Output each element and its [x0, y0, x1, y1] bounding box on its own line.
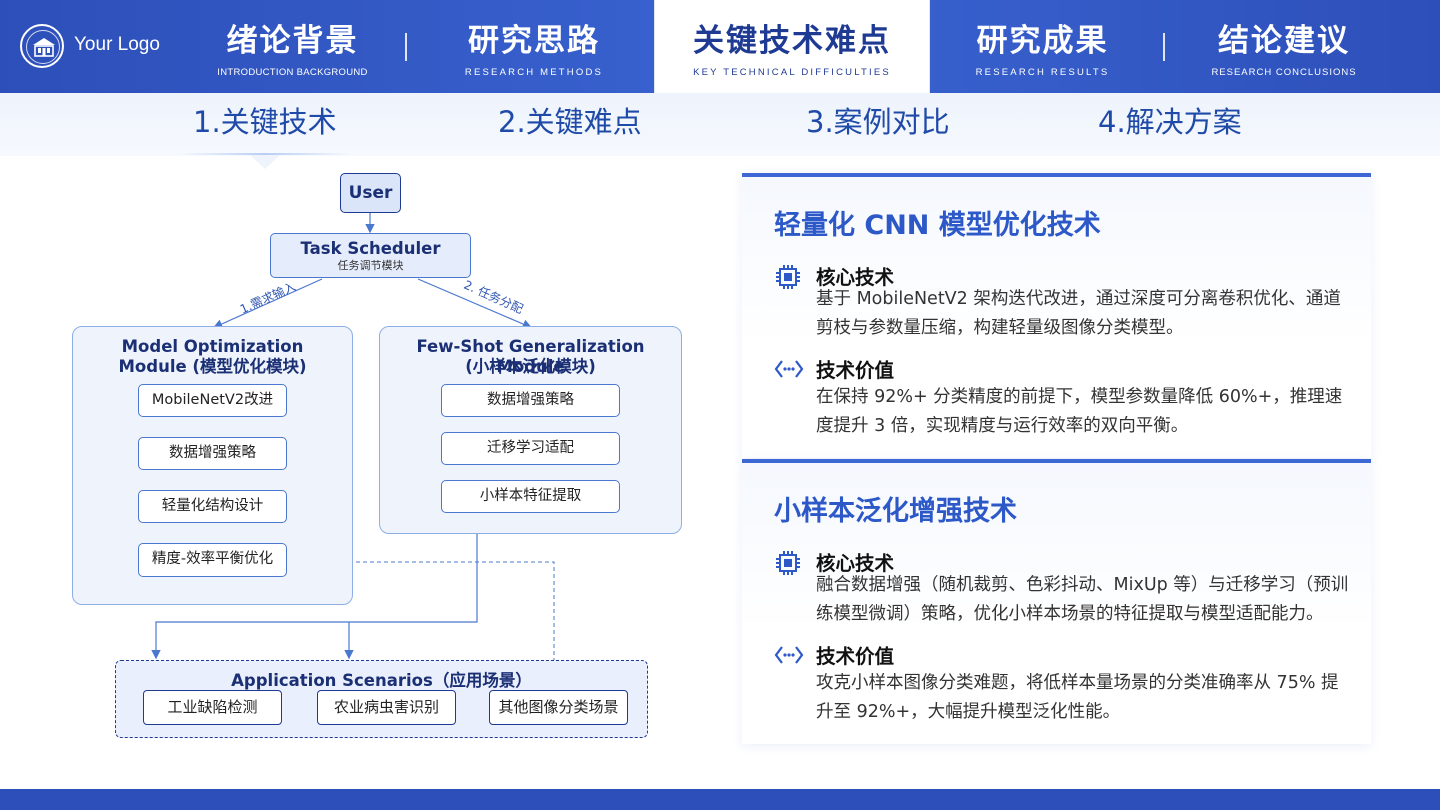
subtab-key-technology[interactable]: 1.关键技术 [193, 105, 337, 139]
step-data-augmentation: 数据增强策略 [138, 437, 287, 470]
task-scheduler-title: Task Scheduler [300, 238, 441, 258]
task-scheduler-node: Task Scheduler 任务调节模块 [270, 233, 471, 278]
task-scheduler-subtitle: 任务调节模块 [337, 258, 404, 272]
nav-tab-methods[interactable]: 研究思路 RESEARCH METHODS [448, 0, 620, 93]
top-navigation-bar: Your Logo 绪论背景 INTRODUCTION BACKGROUND 研… [0, 0, 1440, 93]
section-heading: 核心技术 [816, 552, 895, 575]
nav-tab-subtitle: INTRODUCTION BACKGROUND [217, 67, 368, 78]
app-agricultural-pest: 农业病虫害识别 [317, 690, 456, 725]
nav-tab-results[interactable]: 研究成果 RESEARCH RESULTS [960, 0, 1125, 93]
subtab-key-difficulties[interactable]: 2.关键难点 [498, 105, 642, 139]
step-mobilenetv2: MobileNetV2改进 [138, 384, 287, 417]
subtab-bar: 1.关键技术 2.关键难点 3.案例对比 4.解决方案 [0, 93, 1440, 156]
module-title: Module (模型优化模块) [118, 357, 307, 376]
module-title: (小样本泛化模块) [465, 357, 596, 376]
step-transfer-learning: 迁移学习适配 [441, 432, 620, 465]
nav-tab-key-difficulties[interactable]: 关键技术难点 KEY TECHNICAL DIFFICULTIES [654, 0, 930, 93]
nav-tab-subtitle: KEY TECHNICAL DIFFICULTIES [693, 67, 891, 78]
app-other-classification: 其他图像分类场景 [489, 690, 628, 725]
code-arrows-icon [774, 646, 804, 664]
step-lightweight-structure: 轻量化结构设计 [138, 490, 287, 523]
module-title: Few-Shot Generalization Module [416, 337, 645, 376]
nav-tab-title: 研究成果 [976, 23, 1109, 59]
step-accuracy-efficiency: 精度-效率平衡优化 [138, 543, 287, 577]
nav-divider [1163, 33, 1165, 61]
application-scenarios-title: Application Scenarios（应用场景） [231, 671, 532, 690]
nav-tab-introduction[interactable]: 绪论背景 INTRODUCTION BACKGROUND [210, 0, 375, 93]
logo-text: Your Logo [74, 34, 160, 55]
section-body: 基于 MobileNetV2 架构迭代改进，通过深度可分离卷积优化、通道剪枝与参… [816, 289, 1341, 338]
active-subtab-indicator [180, 153, 350, 155]
section-heading: 技术价值 [816, 645, 895, 668]
nav-tab-title: 绪论背景 [226, 23, 359, 59]
section-body: 在保持 92%+ 分类精度的前提下，模型参数量降低 60%+，推理速度提升 3 … [816, 387, 1343, 436]
subtab-solutions[interactable]: 4.解决方案 [1098, 105, 1242, 139]
nav-tab-subtitle: RESEARCH RESULTS [975, 67, 1110, 78]
user-node: User [340, 173, 401, 213]
subtab-case-comparison[interactable]: 3.案例对比 [806, 105, 950, 139]
card-title: 轻量化 CNN 模型优化技术 [774, 210, 1101, 241]
section-heading: 技术价值 [816, 359, 895, 382]
nav-tab-subtitle: RESEARCH CONCLUSIONS [1211, 67, 1357, 78]
nav-tab-title: 研究思路 [468, 23, 600, 59]
nav-tab-title: 结论建议 [1218, 23, 1350, 59]
bottom-bar [0, 789, 1440, 810]
nav-tab-conclusions[interactable]: 结论建议 RESEARCH CONCLUSIONS [1200, 0, 1368, 93]
module-title: Model Optimization [121, 337, 304, 356]
card-lightweight-cnn: 轻量化 CNN 模型优化技术 核心技术 基于 MobileNetV2 架构迭代改… [742, 173, 1371, 458]
nav-tab-title: 关键技术难点 [693, 23, 891, 59]
logo-emblem-icon [20, 24, 64, 68]
chip-icon [776, 265, 800, 289]
nav-divider [405, 33, 407, 61]
section-body: 融合数据增强（随机裁剪、色彩抖动、MixUp 等）与迁移学习（预训练模型微调）策… [816, 575, 1349, 624]
app-industrial-defect: 工业缺陷检测 [143, 690, 282, 725]
step-feature-extraction: 小样本特征提取 [441, 480, 620, 513]
section-heading: 核心技术 [816, 266, 895, 289]
chip-icon [776, 551, 800, 575]
code-arrows-icon [774, 360, 804, 378]
active-subtab-caret [250, 155, 280, 169]
step-data-augmentation: 数据增强策略 [441, 384, 620, 417]
card-few-shot: 小样本泛化增强技术 核心技术 融合数据增强（随机裁剪、色彩抖动、MixUp 等）… [742, 459, 1371, 744]
card-title: 小样本泛化增强技术 [774, 496, 1017, 527]
nav-tab-subtitle: RESEARCH METHODS [464, 67, 604, 78]
section-body: 攻克小样本图像分类难题，将低样本量场景的分类准确率从 75% 提升至 92%+，… [816, 673, 1339, 722]
